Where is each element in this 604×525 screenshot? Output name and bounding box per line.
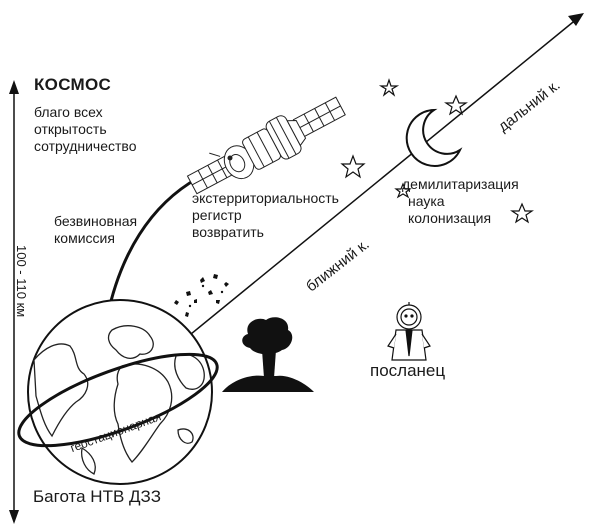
- satellite-principles: экстерриториальность регистр возвратить: [192, 190, 339, 241]
- principle-item: наука: [408, 193, 445, 209]
- altitude-label: 100 - 110 км: [14, 245, 29, 318]
- far-space-principles: демилитаризация наука колонизация: [402, 176, 519, 227]
- astronaut-icon: [387, 302, 431, 361]
- principle-item: благо всех: [34, 104, 103, 120]
- principle-item: демилитаризация: [402, 176, 519, 192]
- geostationary-orbit: [17, 352, 219, 448]
- principle-item: возвратить: [192, 224, 264, 240]
- principle-item: сотрудничество: [34, 138, 137, 154]
- space-title: КОСМОС: [34, 75, 112, 94]
- principle-item: экстерриториальность: [192, 190, 339, 206]
- space-principles: благо всех открытость сотрудничество: [34, 104, 137, 155]
- altitude-axis: [9, 80, 19, 524]
- bogota-label: Багота НТВ ДЗЗ: [33, 487, 162, 506]
- satellite-icon: [186, 96, 346, 195]
- star-icon: [444, 94, 468, 116]
- liability-label: безвиновная комиссия: [54, 213, 137, 247]
- star-icon: [510, 202, 534, 224]
- moon-icon: [405, 108, 463, 167]
- liability-line: безвиновная: [54, 213, 138, 229]
- nuclear-cloud-icon: [222, 317, 314, 392]
- principle-item: открытость: [34, 121, 107, 137]
- star-icon: [394, 182, 412, 199]
- debris-icon: [174, 274, 229, 317]
- space-axis: [119, 13, 584, 393]
- liability-line: комиссия: [54, 230, 115, 246]
- principle-item: регистр: [192, 207, 242, 223]
- star-icon: [378, 78, 400, 97]
- star-icon: [340, 154, 366, 179]
- principle-item: колонизация: [408, 210, 492, 226]
- envoy-label: посланец: [370, 361, 446, 380]
- earth-icon: [27, 299, 213, 485]
